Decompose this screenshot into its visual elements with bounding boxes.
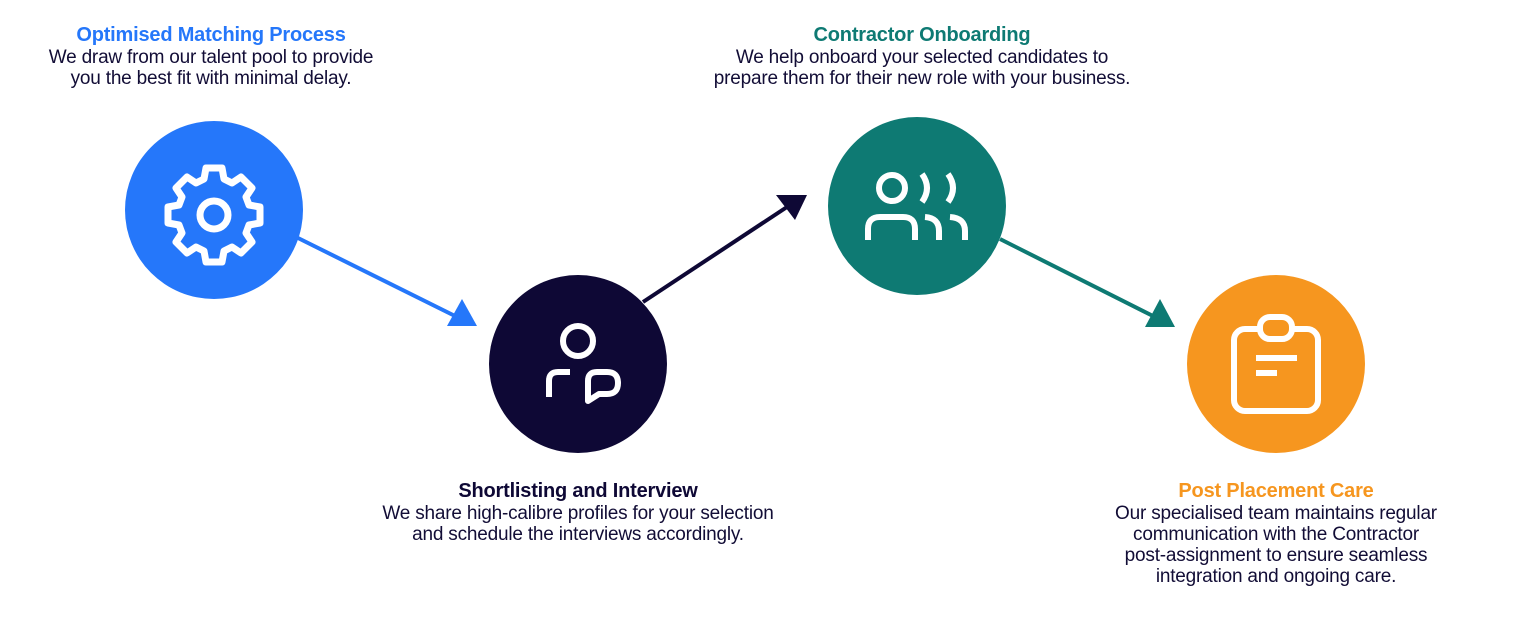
step-description: Our specialised team maintains regular c…	[1115, 503, 1437, 587]
connector-line	[297, 236, 456, 318]
connector-line	[999, 237, 1154, 318]
step-title: Shortlisting and Interview	[458, 480, 698, 502]
step-title: Optimised Matching Process	[76, 24, 346, 46]
person-chat-icon	[546, 323, 621, 404]
gear-icon	[164, 164, 264, 266]
step-onboarding-text: Contractor Onboarding We help onboard yo…	[662, 23, 1182, 89]
connector-shortlisting-to-onboarding	[641, 195, 807, 304]
step-post-placement-text: Post Placement Care Our specialised team…	[1076, 479, 1476, 587]
connector-matching-to-shortlisting	[297, 236, 477, 326]
step-title: Contractor Onboarding	[813, 24, 1031, 46]
arrowhead-icon	[447, 299, 477, 326]
step-matching-circle	[125, 121, 303, 299]
step-shortlisting-circle	[489, 275, 667, 453]
step-description: We draw from our talent pool to provide …	[48, 47, 374, 89]
step-description: We help onboard your selected candidates…	[713, 47, 1131, 89]
step-matching-text: Optimised Matching Process We draw from …	[10, 23, 412, 89]
step-post-placement-circle	[1187, 275, 1365, 453]
connector-onboarding-to-post-placement	[999, 237, 1175, 327]
step-description: We share high-calibre profiles for your …	[382, 503, 774, 545]
group-icon	[865, 172, 968, 240]
arrowhead-icon	[1145, 299, 1175, 327]
arrowhead-icon	[776, 195, 807, 220]
clipboard-icon	[1231, 314, 1321, 414]
connector-line	[641, 203, 792, 304]
step-onboarding-circle	[828, 117, 1006, 295]
step-shortlisting-text: Shortlisting and Interview We share high…	[338, 479, 818, 545]
step-title: Post Placement Care	[1178, 480, 1374, 502]
